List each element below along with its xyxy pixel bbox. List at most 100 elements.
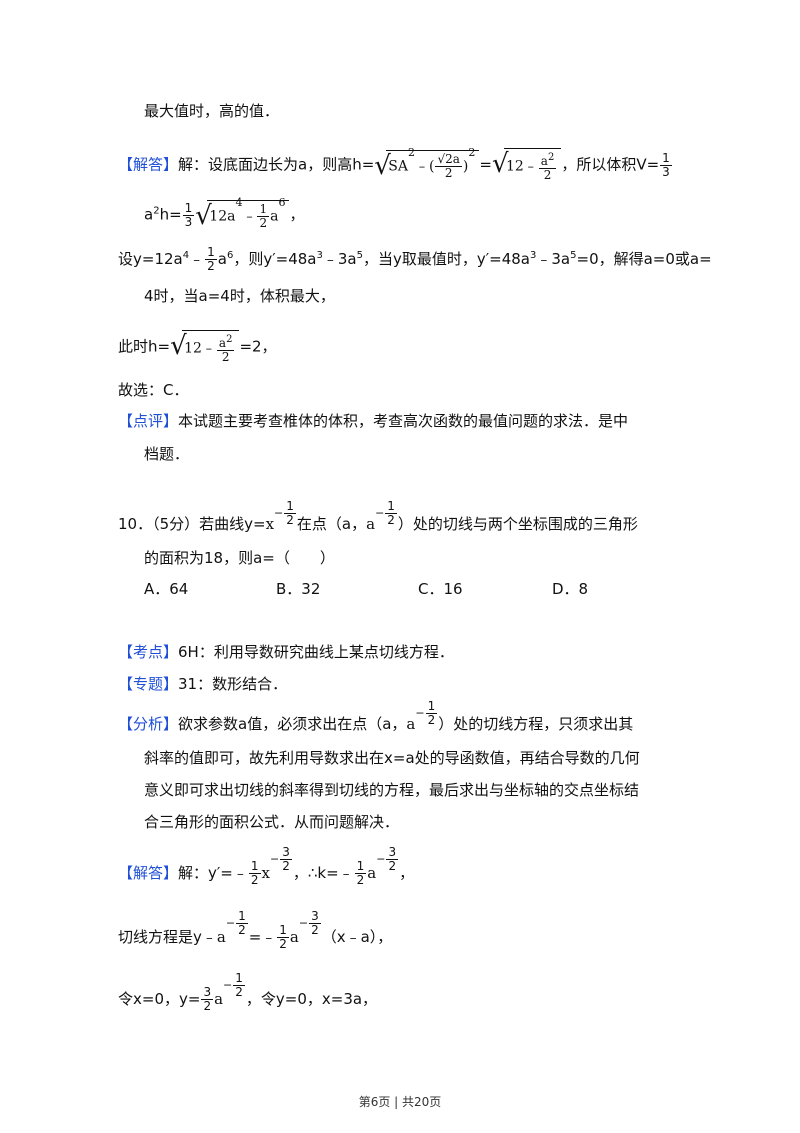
- math-text: a: [289, 928, 299, 946]
- math-text: a: [367, 864, 377, 882]
- numerator: 1: [182, 200, 195, 216]
- answer-tag: 【解答】: [118, 864, 179, 882]
- question-line: 的面积为18，则a=（ ）: [144, 549, 335, 567]
- math-text: a: [214, 990, 224, 1008]
- math-text: ): [462, 158, 469, 175]
- denominator: 3: [184, 214, 193, 229]
- comment-tag: 【点评】: [118, 412, 179, 430]
- denominator: 2: [444, 166, 453, 180]
- numerator: 3: [386, 845, 399, 860]
- math-text: x: [265, 515, 275, 533]
- denominator: 2: [279, 937, 287, 951]
- analysis-line: 斜率的值即可，故先利用导数求出在x=a处的导函数值，再结合导数的几何: [144, 749, 640, 767]
- denominator: 2: [207, 259, 215, 273]
- numerator: 3: [309, 909, 321, 924]
- text: 解：y′=﹣: [178, 864, 248, 882]
- math-text: a: [270, 208, 279, 225]
- text: （x﹣a），: [321, 928, 393, 946]
- text: a: [217, 250, 227, 268]
- analysis-tag: 【分析】: [118, 715, 179, 733]
- text: =0，解得a=0或a=: [576, 250, 712, 268]
- numerator: √2a: [435, 152, 462, 167]
- numerator: 1: [425, 699, 438, 714]
- denominator: 2: [311, 923, 319, 937]
- math-text: 12﹣: [184, 340, 216, 357]
- math-text: ﹣(: [415, 158, 435, 175]
- option-c: C．16: [418, 580, 463, 598]
- text: ）处的切线方程，只须求出其: [438, 715, 634, 733]
- text: ，: [399, 864, 415, 882]
- knowledge-point-line: 【考点】6H：利用导数研究曲线上某点切线方程．: [118, 642, 454, 662]
- comment-line: 档题．: [144, 445, 190, 463]
- minus-sign: −: [376, 852, 386, 866]
- numerator: 1: [660, 150, 672, 166]
- topic-tag: 【专题】: [118, 675, 179, 693]
- denominator: 2: [203, 999, 212, 1013]
- math-text: 12﹣: [505, 158, 538, 175]
- text: 切线方程是y﹣: [118, 928, 217, 946]
- text: ﹣3a: [322, 250, 357, 268]
- numerator: 1: [205, 245, 217, 260]
- math-text: SA: [388, 158, 408, 175]
- exponent: 2: [408, 146, 415, 159]
- knowledge-point-tag: 【考点】: [118, 643, 179, 661]
- minus-sign: −: [415, 706, 425, 720]
- exponent: 2: [153, 205, 160, 217]
- minus-sign: −: [269, 852, 280, 866]
- text: ，则y′=48a: [233, 250, 317, 268]
- text: ﹣3a: [536, 250, 571, 268]
- exponent: 4: [182, 250, 190, 261]
- denominator: 2: [543, 168, 552, 182]
- answer-line: 4时，当a=4时，体积最大，: [144, 287, 335, 305]
- exponent: 6: [278, 196, 286, 209]
- option-a: A．64: [144, 580, 189, 598]
- exponent: 2: [547, 152, 555, 163]
- option-d: D．8: [552, 580, 589, 598]
- numerator: 1: [277, 923, 289, 938]
- numerator: 1: [248, 859, 261, 874]
- exponent: 2: [226, 334, 233, 345]
- numerator: 1: [233, 971, 245, 986]
- text: ，令y=0，x=3a，: [245, 990, 378, 1008]
- denominator: 3: [662, 164, 670, 179]
- text: ，: [289, 205, 305, 224]
- exponent: 2: [468, 146, 476, 159]
- text: ，所以体积V=: [561, 155, 660, 174]
- minus-sign: −: [298, 916, 309, 930]
- topic-line: 【专题】31：数形结合．: [118, 674, 287, 694]
- minus-sign: −: [274, 506, 284, 520]
- exponent: 3: [316, 250, 323, 261]
- text: 本试题主要考查椎体的体积，考查高次函数的最值问题的求法．是中: [178, 412, 629, 430]
- denominator: 2: [250, 873, 259, 887]
- text: 令x=0，y=: [118, 990, 201, 1008]
- math-text: a: [366, 515, 376, 533]
- text: ，∴k=﹣: [292, 864, 354, 882]
- text: 此时h=: [118, 337, 171, 356]
- denominator: 2: [282, 859, 290, 873]
- denominator: 2: [356, 873, 365, 887]
- math-text: 12a: [209, 208, 236, 225]
- numerator: 1: [354, 859, 367, 874]
- numerator: 1: [385, 499, 397, 514]
